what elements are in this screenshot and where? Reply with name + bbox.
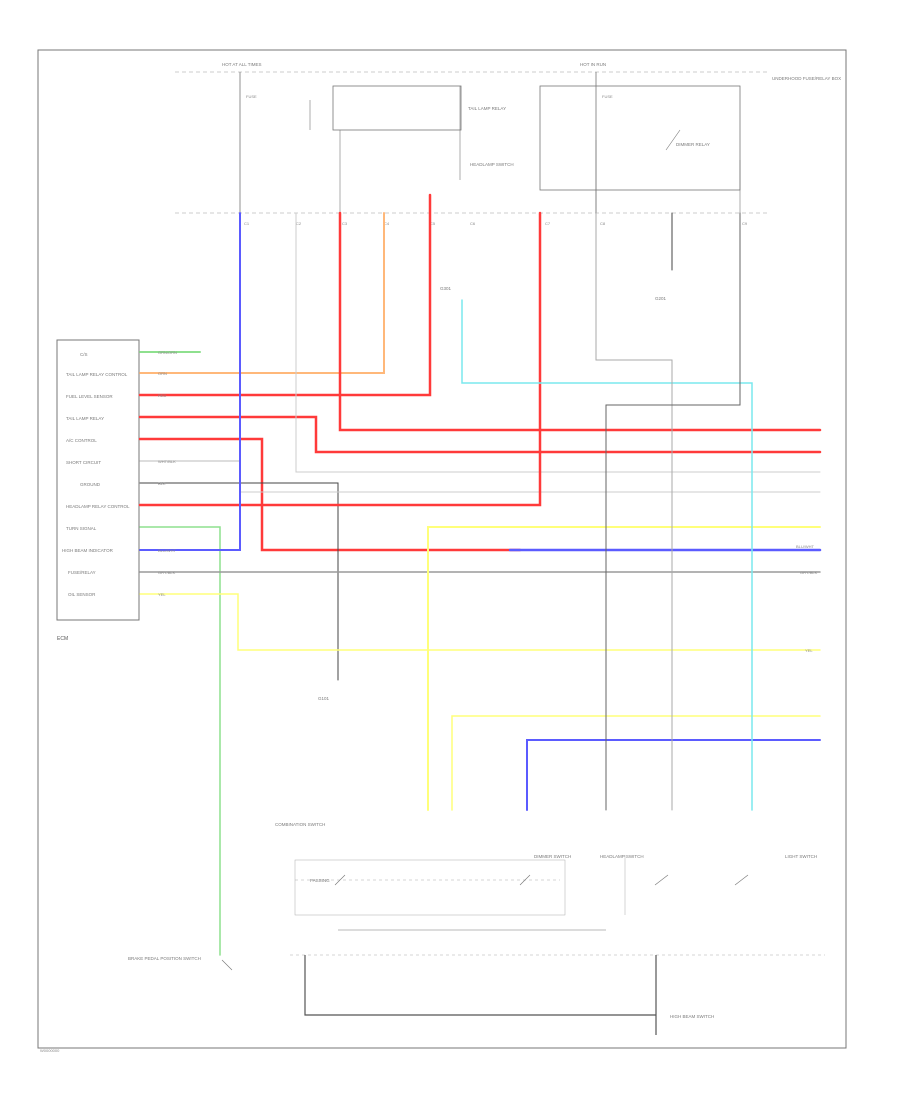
wire-cyan (461, 299, 753, 811)
wire-red-1 (138, 193, 432, 397)
wire-orange (139, 212, 385, 374)
hot-left-label: HOT AT ALL TIMES (222, 62, 262, 67)
hot-right-label: HOT IN RUN (580, 62, 606, 67)
passing-label: PASSING (310, 878, 330, 883)
fuse-right-text: FUSE (602, 94, 613, 99)
dimmer-relay-label: DIMMER RELAY (676, 142, 710, 147)
ecm-label: ECM (57, 636, 68, 642)
wire-yellow-2 (427, 526, 821, 811)
combination-switch-label: COMBINATION SWITCH (275, 822, 325, 827)
wire-red-5 (138, 211, 542, 507)
label-right-gray: GRY/BLK (800, 570, 818, 575)
wire-yellow-1 (139, 593, 821, 651)
label-white: WHT/BLK (158, 459, 176, 464)
connector-row: C1 C2 C3 C4 C5 C6 C7 C8 C9 (244, 221, 748, 226)
ecm-pin-labels: C/S TAIL LAMP RELAY CONTROL FUEL LEVEL S… (62, 352, 130, 597)
brake-switch-arm (221, 959, 233, 971)
ecm-ground-label: G301 (440, 286, 452, 291)
brake-switch-label: BRAKE PEDAL POSITION SWITCH (128, 956, 201, 961)
footer-code: W0000000 (40, 1048, 60, 1053)
label-red: RED (158, 393, 167, 398)
ecm-pin-8: HEADLAMP RELAY CONTROL (66, 504, 130, 509)
wire-green-turn (139, 526, 221, 956)
ecm-pin-6: SHORT CIRCUIT (66, 460, 101, 465)
ecm-pin-4: TAIL LAMP RELAY (66, 416, 104, 421)
wire-black-2 (605, 212, 741, 811)
bottom-left-wire (304, 955, 656, 1016)
ecm-pin-1: C/S (80, 352, 88, 357)
label-blue: BLU/WHT (158, 548, 177, 553)
wire-red-2 (138, 415, 822, 454)
ecm-pin-9: TURN SIGNAL (66, 526, 97, 531)
label-right-yellow: YEL (805, 648, 813, 653)
ecm-pin-12: OIL SENSOR (68, 592, 96, 597)
ecm-pin-11: FUSE/RELAY (68, 570, 96, 575)
dimmer-switch-label: DIMMER SWITCH (534, 854, 571, 859)
wire-red-4 (138, 437, 522, 552)
label-yellow: YEL (158, 592, 166, 597)
diagram-frame (37, 49, 847, 1049)
wire-yellow-3 (451, 715, 821, 811)
connector-c7: C7 (545, 221, 551, 226)
label-right-blue: BLU/WHT (796, 544, 815, 549)
connector-c4: C4 (384, 221, 390, 226)
harness-wires (138, 193, 822, 956)
wire-gray-2 (295, 212, 821, 473)
dimmer-relay-box (539, 85, 741, 191)
connector-c2: C2 (296, 221, 302, 226)
connector-c1: C1 (244, 221, 250, 226)
light-switch-label: LIGHT SWITCH (785, 854, 817, 859)
ecm-pin-5: A/C CONTROL (66, 438, 97, 443)
label-green: GRN/ORN (158, 350, 177, 355)
ecm-pin-2: TAIL LAMP RELAY CONTROL (66, 372, 128, 377)
ground-right-label: G201 (655, 296, 667, 301)
dimmer-switch-arm (665, 129, 681, 151)
switch-arm-1 (334, 874, 346, 886)
ecm-box (56, 339, 140, 621)
fuse-left-text: FUSE (246, 94, 257, 99)
switch-arm-4 (734, 874, 749, 886)
wire-blue-1 (139, 212, 241, 551)
wire-blue-3 (526, 739, 821, 811)
connector-c6: C6 (470, 221, 476, 226)
wire-red-3 (338, 211, 822, 432)
connector-c3: C3 (342, 221, 348, 226)
fuse-box-label: UNDERHOOD FUSE/RELAY BOX (772, 76, 841, 81)
headlamp-switch-label: HEADLAMP SWITCH (600, 854, 644, 859)
connector-c9: C9 (742, 221, 748, 226)
ecm-pin-10: HIGH BEAM INDICATOR (62, 548, 114, 553)
connector-c8: C8 (600, 221, 606, 226)
high-beam-label: HIGH BEAM SWITCH (670, 1014, 714, 1019)
tail-relay-label: TAIL LAMP RELAY (468, 106, 506, 111)
wire-black-ground (139, 482, 339, 681)
headlamp-switch-top-label: HEADLAMP SWITCH (470, 162, 514, 167)
ecm-pin-3: FUEL LEVEL SENSOR (66, 394, 113, 399)
connector-c5: C5 (430, 221, 436, 226)
label-black: BLK (158, 481, 166, 486)
ground-left-label: G101 (318, 696, 330, 701)
wire-gray-5 (595, 212, 673, 811)
label-orange: ORN (158, 371, 167, 376)
switch-box (294, 859, 566, 916)
switch-arm-2 (519, 874, 531, 886)
switch-arm-3 (654, 874, 669, 886)
label-gray: GRY/BLK (158, 570, 176, 575)
tail-relay-box (332, 85, 462, 131)
ecm-pin-7: GROUND (80, 482, 101, 487)
